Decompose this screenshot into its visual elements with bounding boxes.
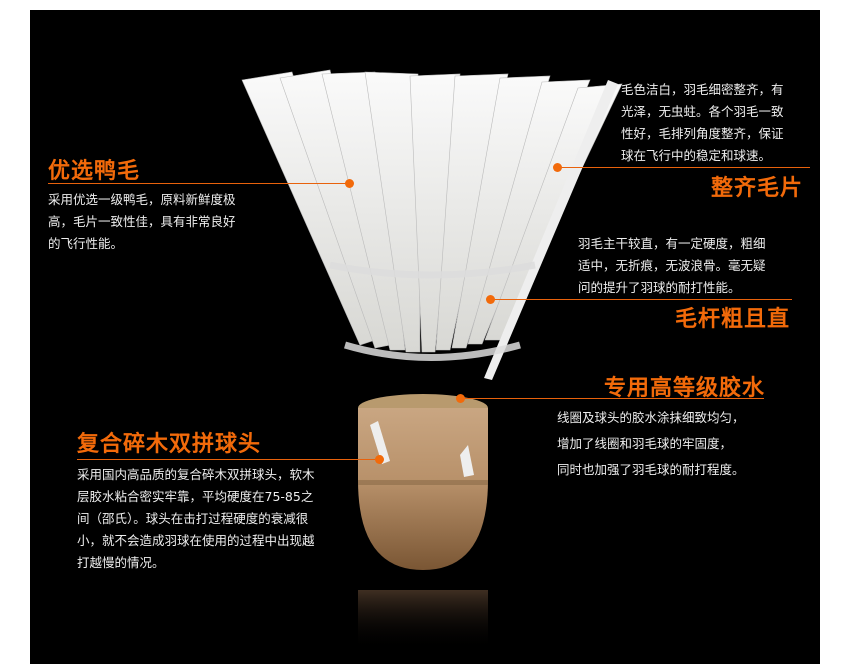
feature-title-straight-shafts: 毛杆粗且直 xyxy=(674,307,790,332)
feature-title-cork-head: 复合碎木双拼球头 xyxy=(77,432,262,457)
callout-dot xyxy=(375,455,384,464)
feature-title-glue: 专用高等级胶水 xyxy=(603,376,765,401)
feather xyxy=(321,71,406,351)
feature-description: 线圈及球头的胶水涂抹细致均匀， 增加了线圈和羽毛球的牢固度， 同时也加强了羽毛球… xyxy=(557,405,745,483)
desc-line: 性好，毛排列角度整齐，保证 xyxy=(621,126,784,141)
callout-dot xyxy=(553,163,562,172)
callout-dot xyxy=(345,179,354,188)
desc-line: 的飞行性能。 xyxy=(48,236,124,251)
callout-dot xyxy=(456,394,465,403)
desc-line: 间（邵氏）。球头在击打过程硬度的衰减很 xyxy=(77,511,309,526)
desc-line: 采用国内高品质的复合碎木双拼球头，软木 xyxy=(77,467,315,482)
callout-line xyxy=(460,398,764,399)
feature-description: 采用优选一级鸭毛，原料新鲜度极 高，毛片一致性佳，具有非常良好 的飞行性能。 xyxy=(48,189,236,255)
desc-line: 球在飞行中的稳定和球速。 xyxy=(621,148,772,163)
callout-line xyxy=(490,299,792,300)
feature-title-neat-feathers: 整齐毛片 xyxy=(710,176,803,201)
feature-description: 采用国内高品质的复合碎木双拼球头，软木 层胶水粘合密实牢靠，平均硬度在75-85… xyxy=(77,464,315,574)
desc-line: 同时也加强了羽毛球的耐打程度。 xyxy=(557,462,745,477)
feature-description: 毛色洁白，羽毛细密整齐，有 光泽，无虫蛀。各个羽毛一致 性好，毛排列角度整齐，保… xyxy=(621,78,784,166)
feature-description: 羽毛主干较直，有一定硬度，粗细 适中，无折痕，无波浪骨。毫无疑 问的提升了羽球的… xyxy=(578,233,766,299)
desc-line: 适中，无折痕，无波浪骨。毫无疑 xyxy=(578,258,766,273)
desc-line: 问的提升了羽球的耐打性能。 xyxy=(578,280,741,295)
desc-line: 采用优选一级鸭毛，原料新鲜度极 xyxy=(48,192,236,207)
desc-line: 小，就不会造成羽球在使用的过程中出现越 xyxy=(77,533,315,548)
callout-line xyxy=(77,459,379,460)
callout-dot xyxy=(486,295,495,304)
desc-line: 光泽，无虫蛀。各个羽毛一致 xyxy=(621,104,784,119)
desc-line: 层胶水粘合密实牢靠，平均硬度在75-85之 xyxy=(77,489,314,504)
feature-title-duck-feather: 优选鸭毛 xyxy=(48,159,141,184)
feather-shaft xyxy=(484,80,618,380)
product-panel: 优选鸭毛 采用优选一级鸭毛，原料新鲜度极 高，毛片一致性佳，具有非常良好 的飞行… xyxy=(30,10,820,664)
shuttlecock-image xyxy=(241,69,623,650)
feather xyxy=(409,73,461,353)
desc-line: 羽毛主干较直，有一定硬度，粗细 xyxy=(578,236,766,251)
desc-line: 毛色洁白，羽毛细密整齐，有 xyxy=(621,82,784,97)
desc-line: 线圈及球头的胶水涂抹细致均匀， xyxy=(557,410,745,425)
desc-line: 打越慢的情况。 xyxy=(77,555,165,570)
desc-line: 增加了线圈和羽毛球的牢固度， xyxy=(557,436,733,451)
desc-line: 高，毛片一致性佳，具有非常良好 xyxy=(48,214,236,229)
feather xyxy=(364,71,421,353)
callout-line xyxy=(48,183,350,184)
callout-line xyxy=(557,167,810,168)
